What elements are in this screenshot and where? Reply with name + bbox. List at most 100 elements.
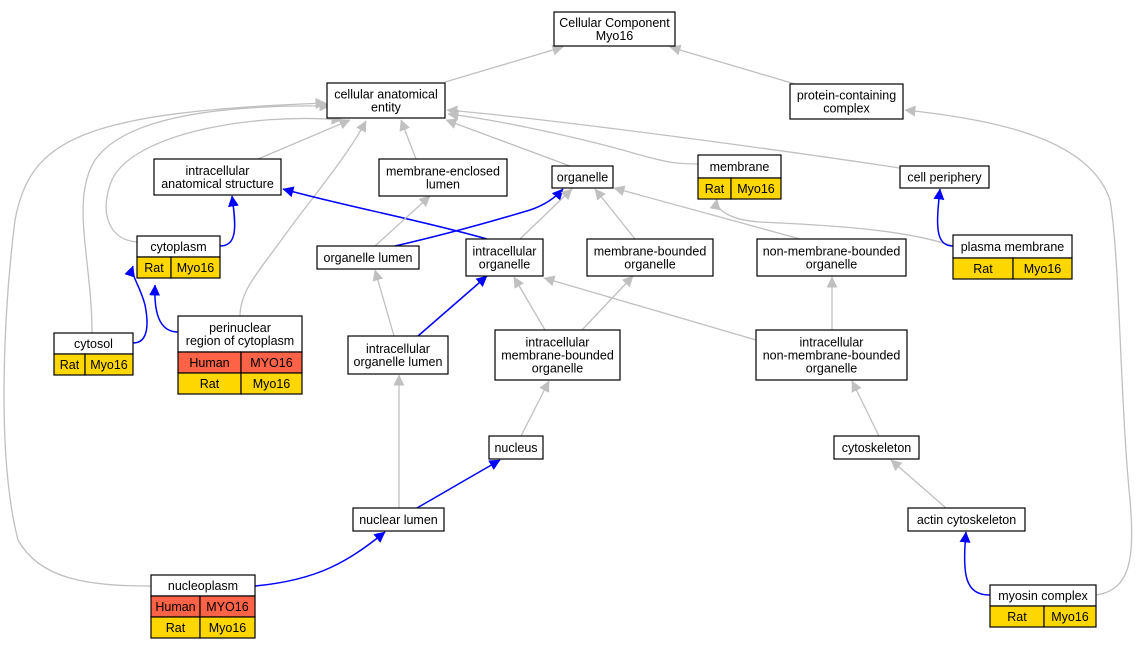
edge-is-a-cytoskeleton-to-intracellular-non-membrane-bounded-organelle xyxy=(851,380,880,437)
node-box xyxy=(553,11,676,47)
gene-label: Myo16 xyxy=(209,621,247,635)
node-label-line: cell periphery xyxy=(907,171,982,185)
species-label: Rat xyxy=(1007,610,1027,624)
edge-part-of-intracellular-organelle-lumen-to-intracellular-organelle xyxy=(417,275,488,337)
node-box xyxy=(833,435,920,460)
edge-is-a-membrane-bounded-organelle-to-organelle xyxy=(594,188,636,240)
node-label-line: membrane-bounded xyxy=(501,349,614,363)
edge-part-of-perinuclear-region-to-cytoplasm xyxy=(149,284,179,333)
edge-part-of-cytoplasm-to-intracellular-anatomical-structure xyxy=(219,195,239,247)
node-label-line: membrane-bounded xyxy=(594,245,707,259)
node-box xyxy=(378,158,508,197)
gene-label: Myo16 xyxy=(90,358,128,372)
edge-is-a-myosin-complex-to-protein-containing-complex xyxy=(904,105,1133,596)
node-nucleus[interactable]: nucleus xyxy=(488,435,544,460)
edge-is-a-intracellular-anatomical-structure-to-cellular-anatomical-entity xyxy=(257,119,351,160)
gene-label: Myo16 xyxy=(1024,262,1062,276)
node-label-line: myosin complex xyxy=(998,589,1088,603)
edge-is-a-cell-periphery-to-cellular-anatomical-entity xyxy=(446,105,901,169)
gene-label: MYO16 xyxy=(206,600,248,614)
gene-cell xyxy=(240,372,303,395)
node-label-line: organelle lumen xyxy=(324,251,413,265)
edge-is-a-protein-containing-complex-to-cellular-component xyxy=(669,44,796,85)
node-label-line: organelle xyxy=(557,171,608,185)
node-label-line: nuclear lumen xyxy=(359,513,438,527)
species-label: Rat xyxy=(144,261,164,275)
node-label-line: organelle xyxy=(806,362,857,376)
node-label-line: organelle xyxy=(532,362,583,376)
node-box xyxy=(789,83,904,120)
node-box xyxy=(326,82,446,119)
edge-is-a-intracellular-organelle-lumen-to-organelle-lumen xyxy=(372,269,395,337)
node-label-line: Cellular Component xyxy=(559,16,670,30)
edge-is-a-cellular-anatomical-entity-to-cellular-component xyxy=(444,44,564,83)
edge-is-a-cytoplasm-to-cellular-anatomical-entity xyxy=(105,113,343,243)
node-label-line: organelle lumen xyxy=(354,355,443,369)
node-cell-periphery[interactable]: cell periphery xyxy=(899,165,990,189)
edge-part-of-cytosol-to-cytoplasm xyxy=(124,265,148,344)
node-organelle-lumen[interactable]: organelle lumen xyxy=(316,245,420,270)
edge-part-of-intracellular-organelle-to-intracellular-anatomical-structure xyxy=(282,186,488,240)
gene-cell xyxy=(1012,257,1073,280)
gene-label: MYO16 xyxy=(250,356,292,370)
edge-is-a-plasma-membrane-to-membrane xyxy=(709,198,954,247)
node-box xyxy=(153,158,282,196)
edge-is-a-intracellular-membrane-bounded-organelle-to-membrane-bounded-organelle xyxy=(581,275,634,331)
node-cytoskeleton[interactable]: cytoskeleton xyxy=(833,435,920,460)
node-label-line: protein-containing xyxy=(797,89,896,103)
edge-is-a-actin-cytoskeleton-to-cytoskeleton xyxy=(890,459,947,509)
node-label-line: membrane-enclosed xyxy=(386,165,500,179)
node-box xyxy=(488,435,544,460)
edge-is-a-non-membrane-bounded-organelle-to-organelle xyxy=(613,185,801,240)
node-label-line: organelle xyxy=(806,258,857,272)
node-intracellular-non-membrane-bounded-organelle[interactable]: intracellularnon-membrane-boundedorganel… xyxy=(755,329,908,381)
edge-is-a-perinuclear-region-to-cellular-anatomical-entity xyxy=(239,120,367,317)
edge-is-a-nucleus-to-intracellular-membrane-bounded-organelle xyxy=(520,380,550,437)
edge-is-a-membrane-to-cellular-anatomical-entity xyxy=(447,109,699,165)
node-box xyxy=(755,329,908,381)
edge-part-of-myosin-complex-to-actin-cytoskeleton xyxy=(959,531,991,596)
species-label: Rat xyxy=(166,621,186,635)
node-label-line: actin cytoskeleton xyxy=(917,513,1016,527)
node-label-line: organelle xyxy=(624,258,675,272)
gene-label: Myo16 xyxy=(253,377,291,391)
node-label-line: intracellular xyxy=(800,336,864,350)
node-label-line: plasma membrane xyxy=(961,240,1065,254)
gene-label: Myo16 xyxy=(1051,610,1089,624)
node-nuclear-lumen[interactable]: nuclear lumen xyxy=(352,507,445,532)
node-label-line: intracellular xyxy=(366,342,430,356)
gene-cell xyxy=(1043,605,1097,628)
edge-part-of-plasma-membrane-to-cell-periphery xyxy=(933,188,954,247)
species-label: Rat xyxy=(200,377,220,391)
node-label-line: nucleus xyxy=(494,441,537,455)
gene-cell xyxy=(170,256,221,279)
node-organelle[interactable]: organelle xyxy=(551,165,614,189)
species-label: Rat xyxy=(973,262,993,276)
node-box xyxy=(551,165,614,189)
edge-is-a-organelle-lumen-to-membrane-enclosed-lumen xyxy=(374,195,431,247)
node-label-line: organelle xyxy=(479,258,530,272)
gene-label: Myo16 xyxy=(737,182,775,196)
gene-cell xyxy=(199,616,256,639)
node-actin-cytoskeleton[interactable]: actin cytoskeleton xyxy=(907,507,1026,532)
node-label-line: region of cytoplasm xyxy=(186,334,294,348)
